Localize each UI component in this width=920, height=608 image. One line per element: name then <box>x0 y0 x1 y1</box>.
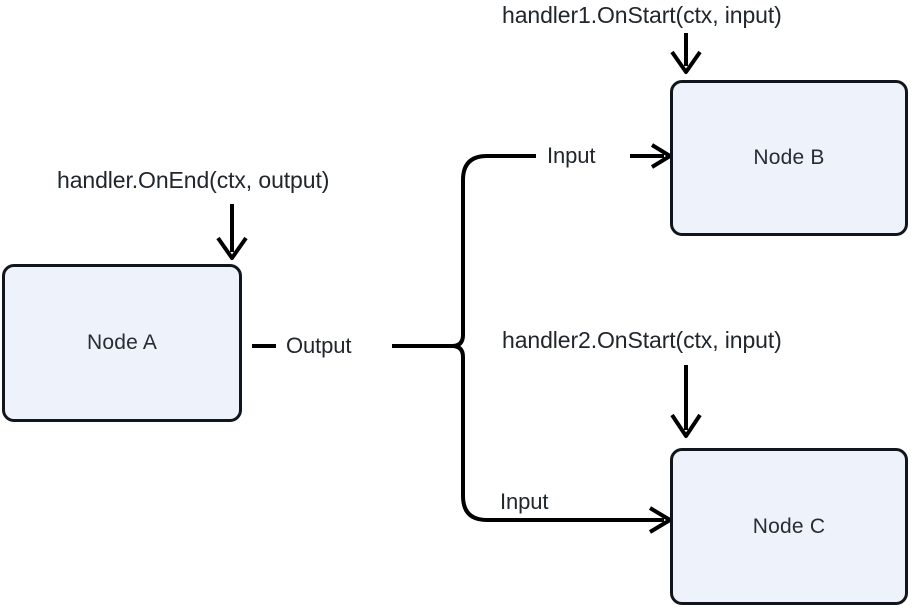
node-a-label: Node A <box>86 331 158 354</box>
node-c-label: Node C <box>752 514 826 538</box>
annotation-handler1-onstart: handler1.OnStart(ctx, input) <box>502 2 782 28</box>
annotation-handler2-onstart: handler2.OnStart(ctx, input) <box>502 327 782 353</box>
arrow-onend-to-node-a <box>216 204 248 260</box>
node-a[interactable]: Node A <box>2 264 242 422</box>
edge-label-output: Output <box>286 333 352 358</box>
annotation-handler-onend: handler.OnEnd(ctx, output) <box>57 167 330 193</box>
edge-label-input-node-b: Input <box>547 143 596 168</box>
node-c[interactable]: Node C <box>670 448 908 605</box>
edge-label-input-node-c: Input <box>500 489 549 514</box>
node-b-label: Node B <box>753 146 825 169</box>
node-b[interactable]: Node B <box>670 80 908 236</box>
arrow-onstart1-to-node-b <box>670 33 702 74</box>
edge-input-to-node-b <box>630 143 672 169</box>
arrow-onstart2-to-node-c <box>670 365 702 438</box>
